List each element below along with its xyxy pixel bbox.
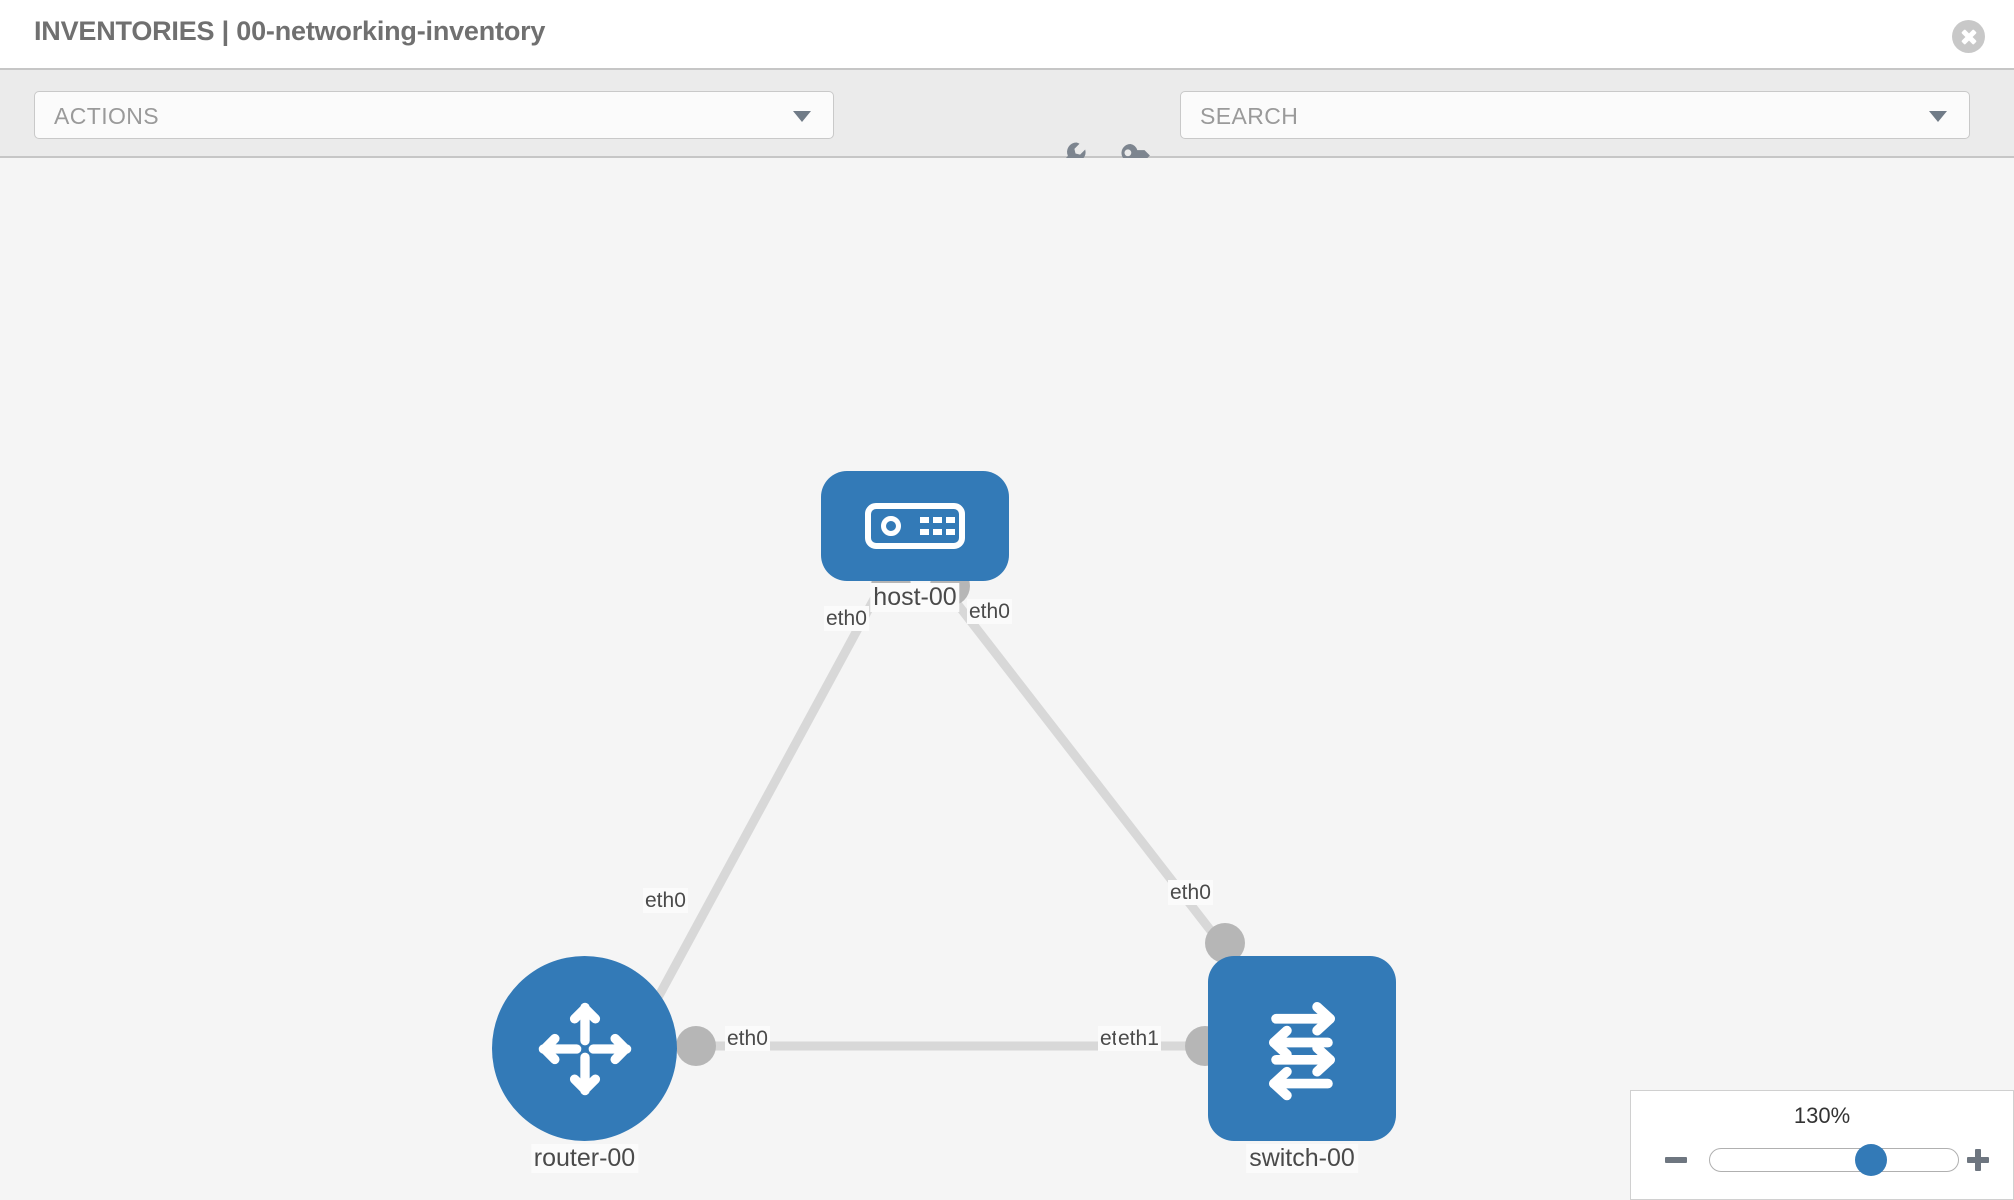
page-title: INVENTORIES | 00-networking-inventory: [34, 16, 546, 46]
link-host-router[interactable]: [644, 585, 884, 1019]
switch-arrows-icon: [1269, 1001, 1335, 1100]
actions-dropdown[interactable]: ACTIONS: [34, 91, 834, 139]
link-label-router-right: eth0: [725, 1026, 770, 1052]
node-switch-00-label: switch-00: [1246, 1144, 1358, 1173]
actions-dropdown-label: ACTIONS: [54, 103, 160, 129]
chevron-down-icon: [793, 111, 811, 122]
router-arrows-icon: [538, 1002, 631, 1095]
zoom-level-value: 130%: [1793, 1103, 1851, 1128]
link-label-switch-left-front: eth1: [1116, 1026, 1161, 1052]
node-host-00-label: host-00: [870, 583, 960, 612]
node-host-00-shape[interactable]: [821, 471, 1009, 581]
page-header: INVENTORIES | 00-networking-inventory: [0, 0, 2014, 68]
chevron-down-icon: [1929, 111, 1947, 122]
node-switch-00[interactable]: switch-00: [1208, 956, 1396, 1173]
node-host-00[interactable]: host-00: [821, 471, 1009, 612]
server-icon: [865, 503, 965, 549]
node-router-00-label: router-00: [530, 1144, 639, 1173]
search-input[interactable]: SEARCH: [1180, 91, 1970, 139]
plus-icon[interactable]: [1963, 1145, 1993, 1175]
link-label-host-right: eth0: [967, 599, 1012, 625]
node-switch-00-shape[interactable]: [1208, 956, 1396, 1141]
topology-canvas[interactable]: host-00 router-00: [0, 158, 2014, 1200]
toolbar: ACTIONS SEARCH: [0, 68, 2014, 176]
node-router-00[interactable]: router-00: [492, 956, 677, 1173]
zoom-slider-thumb[interactable]: [1855, 1144, 1888, 1176]
link-label-switch-up: eth0: [1168, 880, 1213, 906]
zoom-control: 130%: [1630, 1090, 2014, 1200]
link-label-router-up: eth0: [643, 888, 688, 914]
zoom-slider[interactable]: [1709, 1144, 1959, 1176]
node-router-00-shape[interactable]: [492, 956, 677, 1141]
close-icon[interactable]: [1952, 20, 1985, 53]
search-placeholder: SEARCH: [1200, 103, 1299, 129]
port-router-right[interactable]: [676, 1026, 716, 1066]
topology-links: [644, 585, 1236, 1051]
minus-icon[interactable]: [1661, 1145, 1691, 1175]
link-label-host-left: eth0: [824, 606, 869, 632]
